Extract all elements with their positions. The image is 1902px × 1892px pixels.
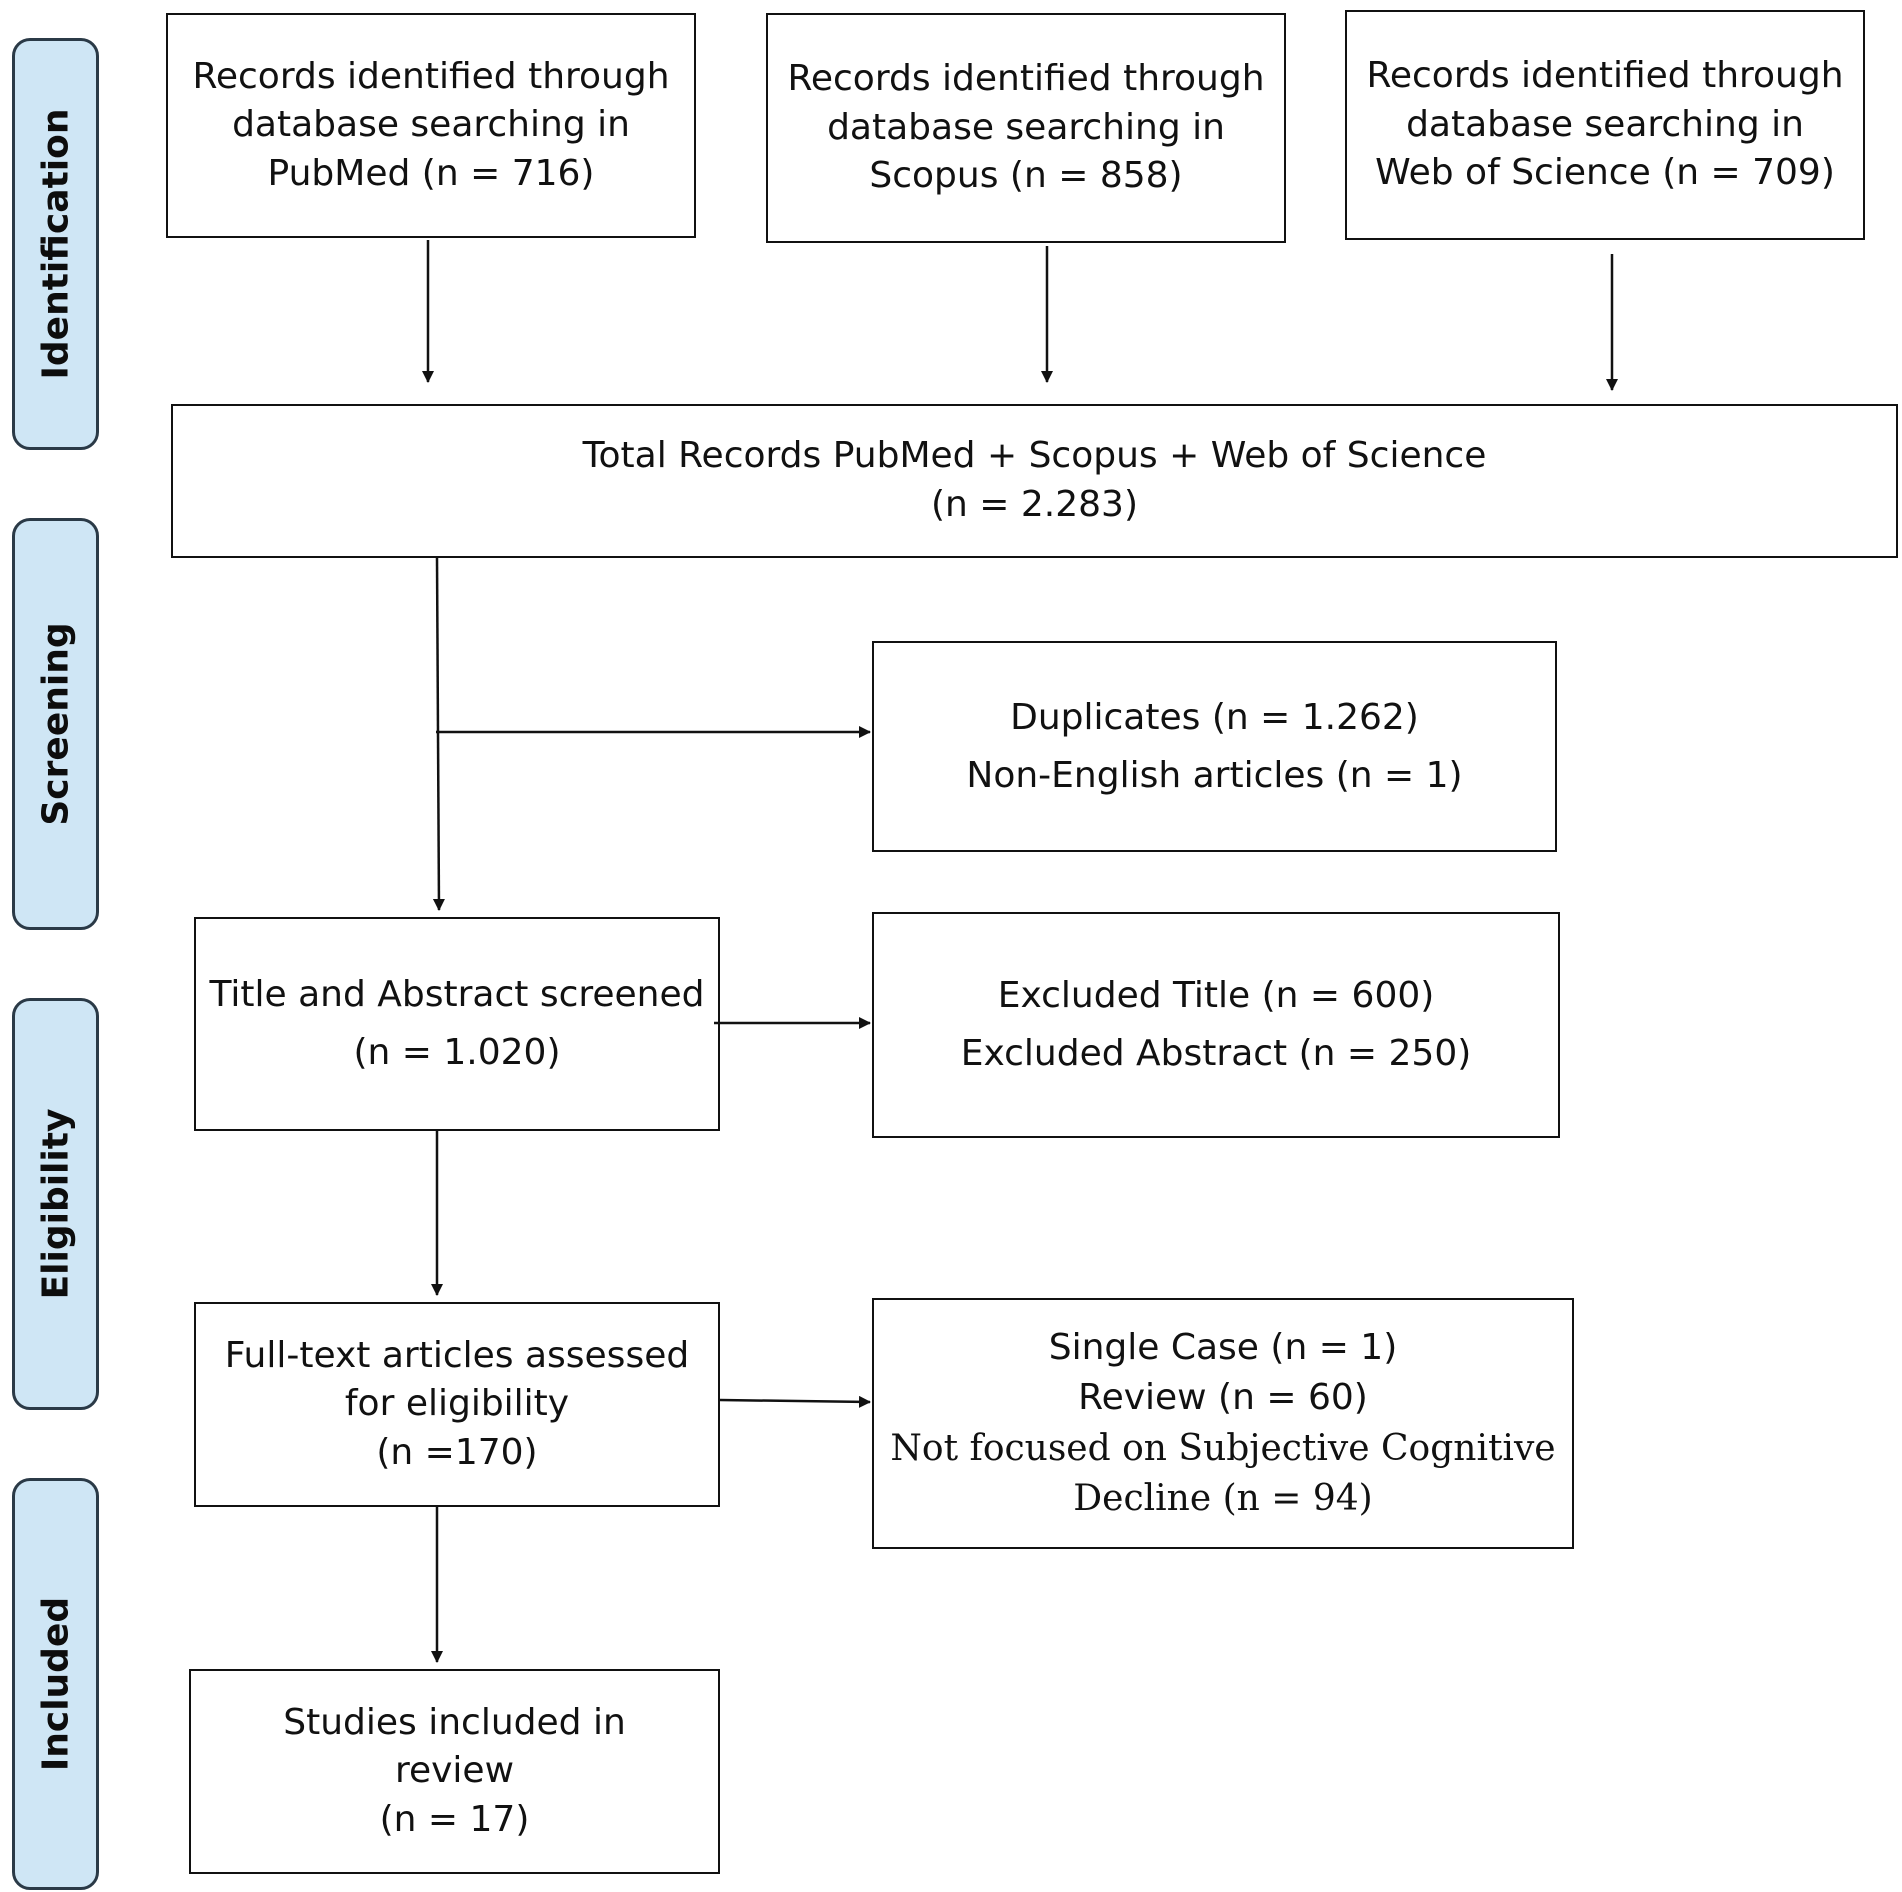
fulltext-line-2: for eligibility (344, 1383, 570, 1425)
wos-records-box: Records identified through database sear… (1345, 10, 1865, 240)
excluded-abstract-line: Excluded Abstract (n = 250) (960, 1033, 1472, 1074)
excluded-fulltext-box: Single Case (n = 1) Review (n = 60) Not … (872, 1298, 1574, 1549)
wos-line-1: Records identified through (1366, 55, 1844, 97)
excluded-title-line: Excluded Title (n = 600) (997, 975, 1435, 1017)
duplicates-line-2: Non-English articles (n = 1) (966, 754, 1463, 796)
included-line-1: Studies included in (283, 1701, 626, 1743)
excluded-review-line: Review (n = 60) (1078, 1377, 1368, 1419)
scopus-line-2: database searching in (827, 106, 1225, 148)
duplicates-line-1: Duplicates (n = 1.262) (1010, 696, 1419, 738)
arrow-to-excluded-fulltext (719, 1395, 871, 1408)
stage-eligibility: Eligibility (12, 998, 99, 1410)
excluded-title-abstract-box: Excluded Title (n = 600) Excluded Abstra… (872, 912, 1560, 1138)
included-line-3: (n = 17) (379, 1798, 530, 1840)
stage-included: Included (12, 1478, 99, 1890)
pubmed-line-3: PubMed (n = 716) (267, 152, 595, 194)
excluded-not-focused-line-1: Not focused on Subjective Cognitive (890, 1427, 1556, 1469)
scopus-line-3: Scopus (n = 858) (869, 155, 1183, 197)
fulltext-line-1: Full-text articles assessed (224, 1334, 690, 1376)
line-total-down (432, 557, 445, 911)
fulltext-line-3: (n =170) (376, 1431, 538, 1473)
total-line-1: Total Records PubMed + Scopus + Web of S… (582, 435, 1487, 477)
title-abstract-box: Title and Abstract screened (n = 1.020) (194, 917, 720, 1131)
stage-identification: Identification (12, 38, 99, 450)
wos-line-2: database searching in (1406, 103, 1804, 145)
pubmed-line-2: database searching in (232, 104, 630, 146)
included-line-2: review (394, 1750, 515, 1792)
title-abstract-line-1: Title and Abstract screened (209, 974, 705, 1016)
fulltext-assessed-box: Full-text articles assessed for eligibil… (194, 1302, 720, 1507)
scopus-line-1: Records identified through (787, 58, 1265, 100)
pubmed-records-box: Records identified through database sear… (166, 13, 696, 238)
excluded-single-case-line: Single Case (n = 1) (1048, 1326, 1398, 1368)
scopus-records-box: Records identified through database sear… (766, 13, 1286, 243)
title-abstract-line-2: (n = 1.020) (353, 1032, 561, 1073)
excluded-not-focused-line-2: Decline (n = 94) (1073, 1477, 1373, 1519)
total-records-box: Total Records PubMed + Scopus + Web of S… (171, 404, 1898, 558)
stage-screening: Screening (12, 518, 99, 930)
wos-line-3: Web of Science (n = 709) (1375, 152, 1835, 194)
total-line-2: (n = 2.283) (930, 484, 1139, 525)
pubmed-line-1: Records identified through (192, 55, 670, 97)
studies-included-box: Studies included in review (n = 17) (189, 1669, 720, 1874)
duplicates-box: Duplicates (n = 1.262) Non-English artic… (872, 641, 1557, 852)
